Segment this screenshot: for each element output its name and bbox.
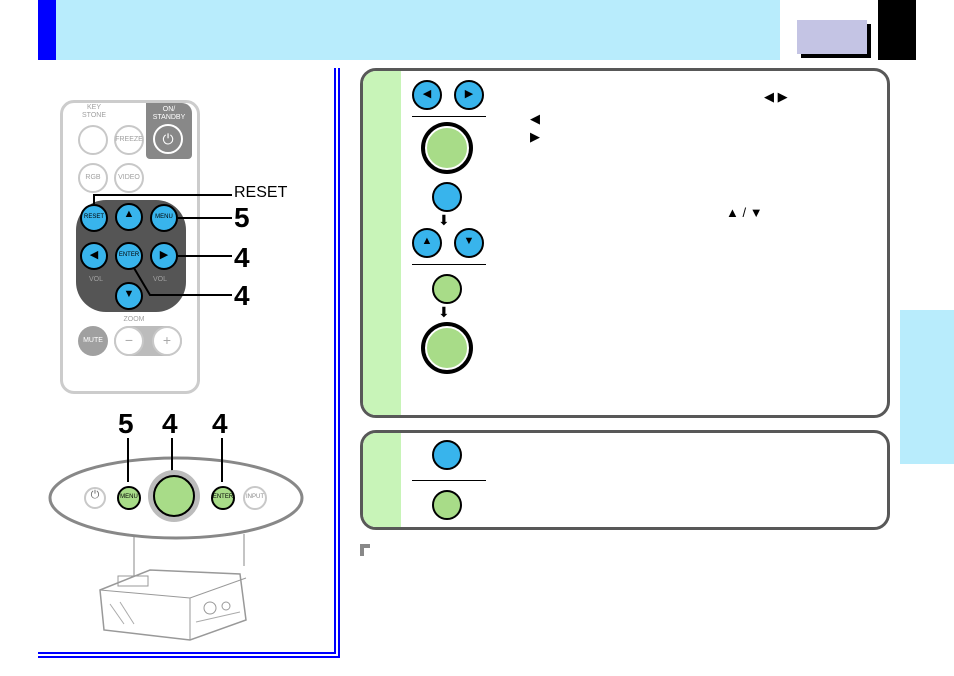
enter-button-label: ENTER — [118, 252, 140, 258]
divider-line — [334, 68, 336, 654]
header-band — [38, 0, 780, 60]
up-arrow-icon: ▲ — [421, 235, 433, 247]
right-glyph: ▶ — [530, 129, 540, 144]
zoom-minus-label: − — [124, 332, 134, 348]
freeze-label: FREEZE — [115, 136, 143, 143]
rgb-button[interactable] — [78, 163, 108, 193]
remote-callout-lines — [93, 194, 232, 296]
right-arrow-button[interactable] — [454, 80, 484, 110]
keystone-button[interactable] — [78, 125, 108, 155]
step-5-callout: 5 — [234, 202, 250, 233]
up-down-glyphs: ▲ / ▼ — [726, 205, 763, 220]
green-dpad[interactable] — [425, 126, 469, 170]
menu-button-blue[interactable] — [432, 182, 462, 212]
zoom-plus-button[interactable] — [152, 326, 182, 356]
enter-button-green[interactable] — [432, 274, 462, 304]
menu-button[interactable] — [150, 204, 178, 232]
enter-button[interactable] — [115, 242, 143, 270]
panel-enter-button[interactable] — [211, 486, 235, 510]
divider — [412, 116, 486, 117]
header-black-block — [878, 0, 916, 60]
video-button[interactable] — [114, 163, 144, 193]
power-button[interactable] — [153, 124, 183, 154]
up-button[interactable] — [115, 203, 143, 231]
divider — [412, 264, 486, 265]
panel-enter-label: ENTER — [212, 494, 234, 500]
down-arrow-icon: ▼ — [463, 235, 475, 247]
reset-button[interactable] — [80, 204, 108, 232]
bottom-rule — [38, 652, 336, 654]
right-button[interactable] — [150, 242, 178, 270]
menu-button-blue-2[interactable] — [432, 440, 462, 470]
down-arrow-icon: ▼ — [123, 288, 135, 300]
step-box-2-strip — [363, 433, 401, 527]
zoom-plus-label: + — [162, 332, 172, 348]
reset-button-label: RESET — [83, 214, 104, 220]
down-arrow-icon-2: ⬇ — [438, 304, 450, 320]
right-arrow-icon: ▶ — [464, 88, 474, 100]
panel-number-4: 4 — [162, 408, 178, 439]
page-tab — [797, 20, 867, 54]
standby-label-inv: ON/ STANDBY — [152, 106, 186, 121]
divider — [412, 480, 486, 481]
mute-label: MUTE — [83, 337, 103, 344]
zoom-minus-button[interactable] — [114, 326, 144, 356]
step-4-callout: 4 — [234, 242, 250, 273]
panel-dpad[interactable] — [153, 475, 195, 517]
up-arrow-button[interactable] — [412, 228, 442, 258]
projector-illustration — [99, 534, 247, 641]
reset-callout: RESET — [234, 184, 288, 201]
video-label: VIDEO — [118, 174, 140, 181]
down-button[interactable] — [115, 282, 143, 310]
left-glyph: ◀ — [530, 111, 540, 126]
panel-menu-label: MENU — [120, 494, 138, 500]
down-arrow-button[interactable] — [454, 228, 484, 258]
left-button[interactable] — [80, 242, 108, 270]
menu-button-label: MENU — [155, 214, 173, 220]
keystone-label: KEY STONE — [82, 104, 106, 119]
step-box-1-strip — [363, 71, 401, 415]
up-arrow-icon: ▲ — [123, 208, 135, 220]
down-arrow-icon: ⬇ — [438, 212, 450, 228]
step-4-callout-enter: 4 — [234, 280, 250, 311]
left-right-glyphs: ◀ ▶ — [764, 89, 788, 104]
panel-input-button[interactable] — [243, 486, 267, 510]
vol-plus-label: VOL — [152, 276, 167, 283]
green-dpad-2[interactable] — [425, 326, 469, 370]
left-arrow-icon: ◀ — [422, 88, 432, 100]
freeze-button[interactable] — [114, 125, 144, 155]
header-accent-bar — [38, 0, 56, 60]
right-arrow-icon: ▶ — [159, 249, 169, 261]
panel-number-4b: 4 — [212, 408, 228, 439]
left-arrow-button[interactable] — [412, 80, 442, 110]
left-arrow-icon: ◀ — [89, 249, 99, 261]
panel-number-5: 5 — [118, 408, 134, 439]
divider-line — [338, 68, 340, 658]
chapter-side-tab — [900, 310, 954, 464]
rgb-label: RGB — [85, 174, 101, 181]
enter-button-green-2[interactable] — [432, 490, 462, 520]
panel-power-icon: ⏻ — [90, 489, 100, 501]
zoom-label: ZOOM — [123, 316, 145, 323]
panel-input-label: INPUT — [246, 494, 264, 500]
power-icon: ⏻ — [162, 131, 174, 147]
note-bullet-inner — [364, 548, 370, 556]
mute-button[interactable] — [78, 326, 108, 356]
vol-minus-label: VOL — [88, 276, 103, 283]
panel-power-button[interactable] — [84, 487, 106, 509]
panel-menu-button[interactable] — [117, 486, 141, 510]
bottom-rule — [38, 656, 340, 658]
